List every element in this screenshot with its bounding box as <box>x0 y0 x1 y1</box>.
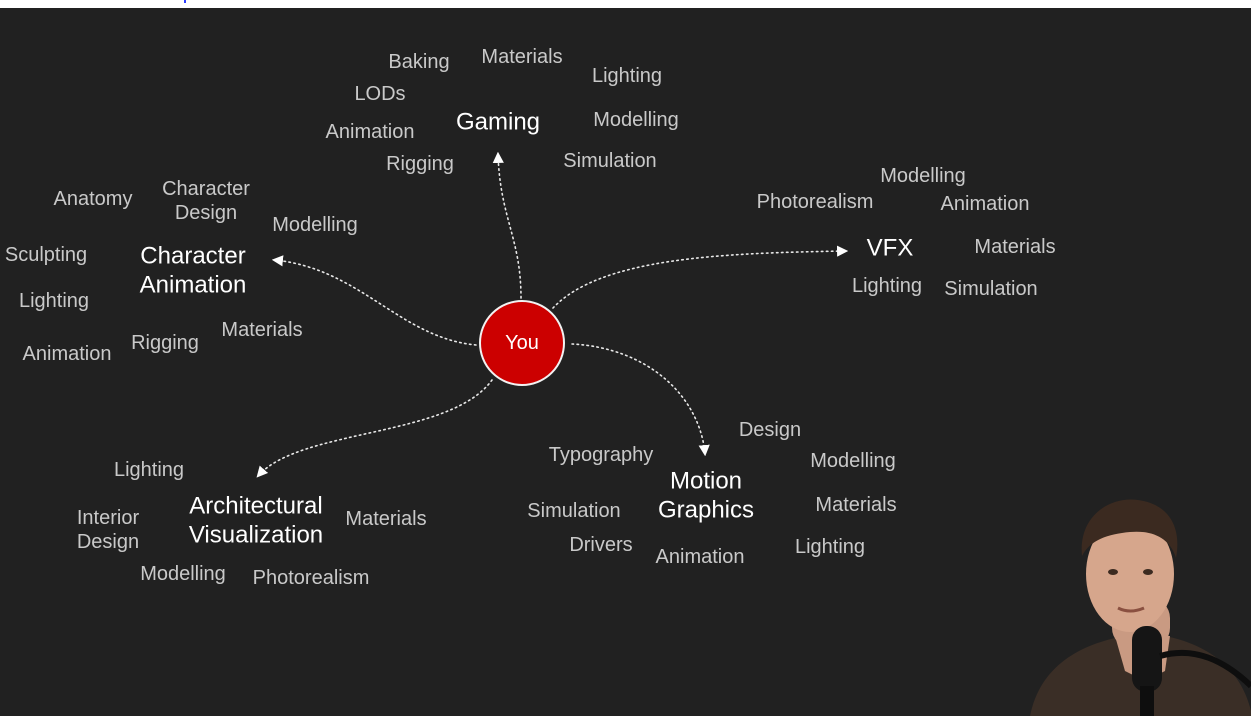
skill-label: Drivers <box>569 534 633 556</box>
mind-map-slide: Gaming Baking Materials Lighting LODs Mo… <box>0 8 1251 716</box>
skill-label: Rigging <box>386 153 454 175</box>
skill-label: Typography <box>548 444 654 466</box>
arrow-to-architectural-visualization <box>256 379 493 478</box>
skill-label: Design <box>738 419 802 441</box>
skill-label: Materials <box>974 236 1056 258</box>
skill-label: Modelling <box>880 165 966 187</box>
skill-label: Animation <box>22 343 112 365</box>
arrow-to-vfx <box>552 245 849 309</box>
skill-label: Modelling <box>593 109 679 131</box>
top-strip-mark <box>184 0 186 3</box>
skill-label: Modelling <box>140 563 226 585</box>
microphone-icon <box>1132 626 1162 692</box>
arrow-to-gaming <box>492 151 522 299</box>
skill-label: Materials <box>481 46 563 68</box>
skill-label: Materials <box>221 319 303 341</box>
skill-label: Materials <box>345 508 427 530</box>
skill-label: Animation <box>940 193 1030 215</box>
connector-layer <box>256 151 849 478</box>
skill-label: Lighting <box>18 290 90 312</box>
skill-label: Simulation <box>527 500 621 522</box>
top-strip <box>0 0 1251 8</box>
skill-label: Photorealism <box>252 567 370 589</box>
presenter-webcam <box>1020 486 1251 716</box>
presenter-face <box>1086 516 1174 632</box>
skill-label: Animation <box>655 546 745 568</box>
skill-label: Sculpting <box>4 244 88 266</box>
skill-label: Simulation <box>944 278 1038 300</box>
skill-label: Materials <box>815 494 897 516</box>
center-node-label: You <box>505 331 539 354</box>
skill-label: Lighting <box>851 275 923 297</box>
arrow-to-character-animation <box>271 255 477 346</box>
skill-label: Lighting <box>591 65 663 87</box>
center-node-you: You <box>479 300 565 386</box>
category-gaming: Gaming <box>455 108 541 136</box>
skill-label: Modelling <box>272 214 358 236</box>
category-vfx: VFX <box>866 234 914 262</box>
skill-label: Rigging <box>131 332 199 354</box>
skill-label: Photorealism <box>756 191 874 213</box>
skill-label: Baking <box>388 51 450 73</box>
skill-label: Animation <box>325 121 415 143</box>
skill-label: Lighting <box>113 459 185 481</box>
skill-label: LODs <box>354 83 406 105</box>
skill-label: Lighting <box>794 536 866 558</box>
skill-label: Modelling <box>810 450 896 472</box>
presenter-hair <box>1081 499 1178 558</box>
skill-label: Simulation <box>563 150 657 172</box>
skill-label: Anatomy <box>53 188 133 210</box>
arrow-to-motion-graphics <box>571 343 710 457</box>
